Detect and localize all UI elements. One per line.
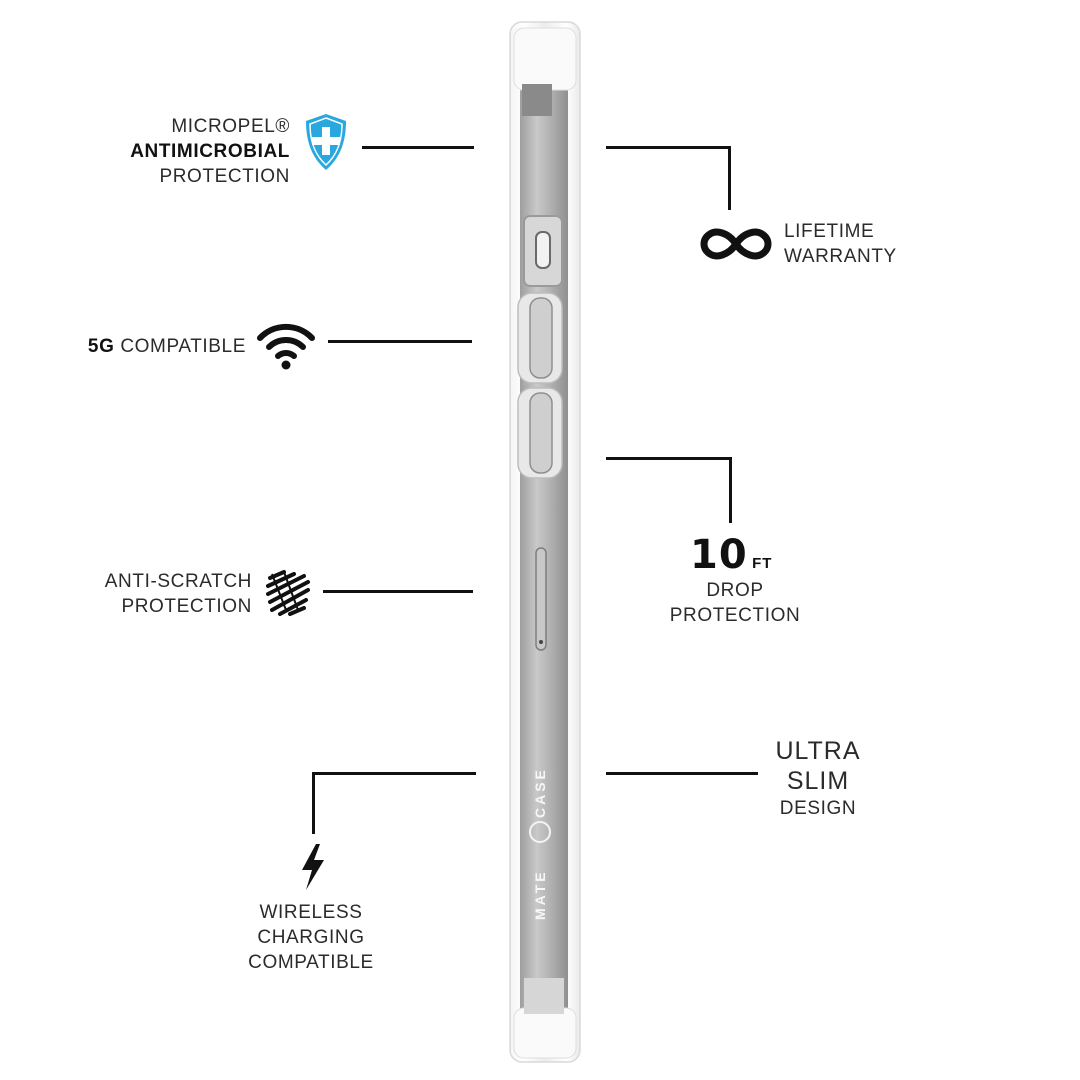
five-g-feature-label: 5G COMPATIBLE [40, 334, 246, 359]
antimicrobial-line2: ANTIMICROBIAL [130, 141, 290, 162]
drop-number: 10 [690, 532, 748, 578]
slim-line1: ULTRA [775, 737, 861, 765]
anti-scratch-line1: ANTI-SCRATCH [104, 571, 252, 592]
warranty-connector-horizontal [606, 146, 730, 149]
wireless-connector-horizontal [312, 772, 476, 775]
wireless-line1: WIRELESS [259, 902, 363, 923]
warranty-connector-vertical [728, 146, 731, 210]
slim-connector-line [606, 772, 758, 775]
wifi-signal-icon [257, 323, 315, 370]
antimicrobial-line1: MICROPEL® [171, 116, 290, 137]
wireless-feature-label: WIRELESS CHARGING COMPATIBLE [226, 900, 396, 975]
anti-scratch-feature-label: ANTI-SCRATCH PROTECTION [40, 569, 252, 619]
wireless-line2: CHARGING [257, 927, 365, 948]
anti-scratch-line2: PROTECTION [121, 596, 252, 617]
scratch-icon [266, 570, 310, 616]
wireless-connector-vertical [312, 772, 315, 834]
warranty-line1: LIFETIME [784, 221, 875, 242]
phone-side-view [509, 21, 581, 1063]
drop-connector-horizontal [606, 457, 732, 460]
case-mate-logo: CASE MATE [522, 740, 558, 920]
five-g-connector-line [328, 340, 472, 343]
slim-feature-label: ULTRA SLIM DESIGN [758, 736, 878, 821]
case-mate-logo-mark [529, 821, 551, 843]
drop-height-badge: 10 FT [690, 532, 790, 578]
five-g-bold: 5G [87, 336, 115, 357]
five-g-text: COMPATIBLE [120, 336, 246, 357]
wireless-line3: COMPATIBLE [248, 952, 374, 973]
antimicrobial-feature-label: MICROPEL® ANTIMICROBIAL PROTECTION [100, 114, 290, 189]
antimicrobial-connector-line [362, 146, 474, 149]
warranty-line2: WARRANTY [784, 246, 897, 267]
drop-feature-label: DROP PROTECTION [650, 578, 820, 628]
drop-line2: PROTECTION [669, 605, 801, 626]
antimicrobial-line3: PROTECTION [159, 166, 290, 187]
drop-unit: FT [752, 555, 773, 572]
case-mate-logo-word-case: CASE [532, 767, 548, 818]
infinity-icon [700, 228, 772, 260]
slim-line2: SLIM [786, 767, 850, 795]
drop-connector-vertical [729, 457, 732, 523]
anti-scratch-connector-line [323, 590, 473, 593]
shield-plus-icon [306, 114, 346, 170]
warranty-feature-label: LIFETIME WARRANTY [784, 219, 944, 269]
lightning-bolt-icon [302, 844, 324, 890]
case-mate-logo-word-mate: MATE [532, 869, 548, 920]
drop-line1: DROP [706, 580, 764, 601]
slim-line3: DESIGN [779, 798, 857, 819]
